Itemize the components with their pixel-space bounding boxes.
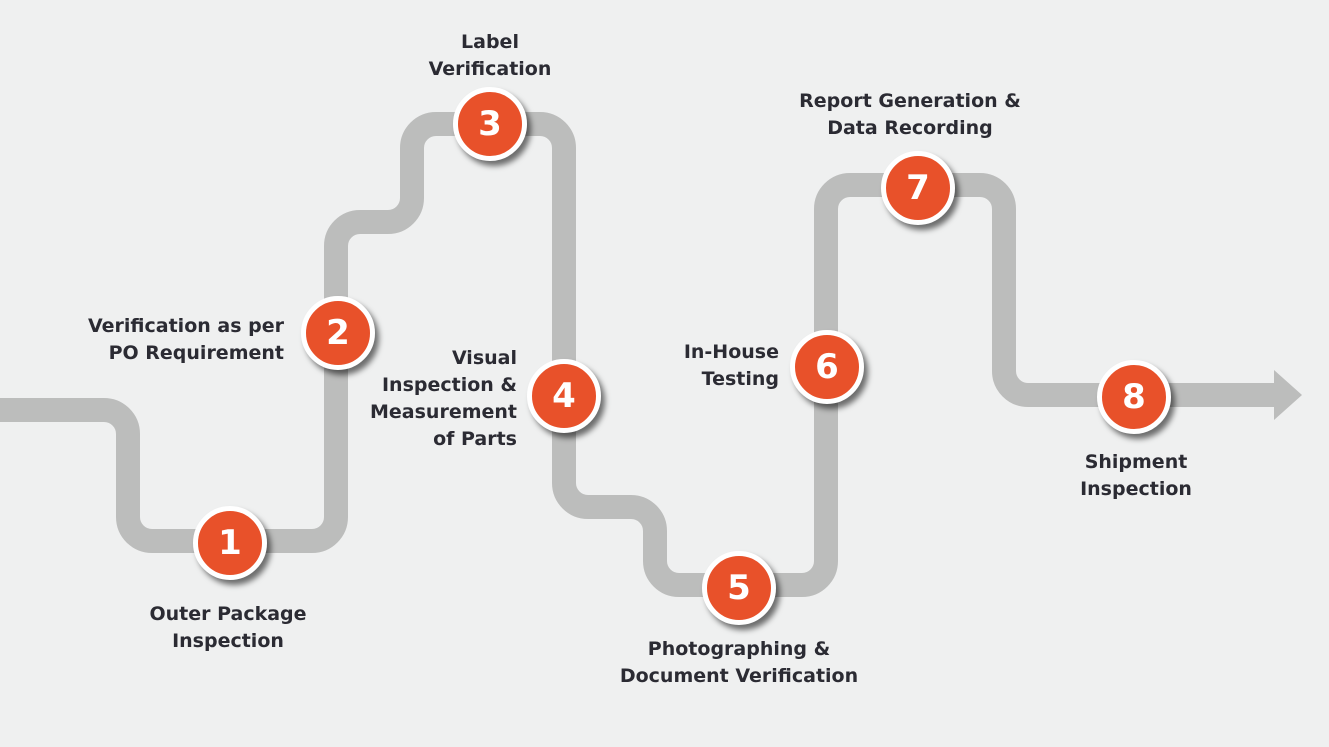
step-6-badge: 6 <box>790 330 864 404</box>
label-line: Inspection & <box>381 374 517 396</box>
step-6-label: In-House Testing <box>684 339 779 393</box>
step-7-label: Report Generation & Data Recording <box>799 88 1021 142</box>
step-8-label: Shipment Inspection <box>1080 449 1192 503</box>
label-line: Outer Package <box>149 603 307 625</box>
step-4-badge: 4 <box>527 359 601 433</box>
step-7-badge: 7 <box>881 151 955 225</box>
step-3-badge: 3 <box>453 87 527 161</box>
label-line: Verification as per <box>88 315 284 337</box>
label-line: Inspection <box>1080 478 1192 500</box>
step-3-label: Label Verification <box>429 29 552 83</box>
label-line: Testing <box>701 368 779 390</box>
arrow-head-icon <box>1274 370 1302 420</box>
label-line: Report Generation & <box>799 90 1021 112</box>
step-5-badge: 5 <box>702 551 776 625</box>
step-2-label: Verification as per PO Requirement <box>88 313 284 367</box>
step-4-label: Visual Inspection & Measurement of Parts <box>370 345 517 453</box>
path-line <box>0 112 1276 597</box>
label-line: Photographing & <box>647 638 831 660</box>
label-line: Verification <box>428 58 552 80</box>
label-line: Inspection <box>172 630 284 652</box>
label-line: Data Recording <box>827 117 993 139</box>
step-8-badge: 8 <box>1097 360 1171 434</box>
label-line: Label <box>461 31 519 53</box>
label-line: In-House <box>683 341 779 363</box>
label-line: of Parts <box>433 428 517 450</box>
step-2-badge: 2 <box>301 296 375 370</box>
label-line: PO Requirement <box>108 342 284 364</box>
label-line: Visual <box>451 347 517 369</box>
label-line: Shipment <box>1084 451 1188 473</box>
step-5-label: Photographing & Document Verification <box>620 636 858 690</box>
step-1-label: Outer Package Inspection <box>149 601 306 655</box>
step-1-badge: 1 <box>193 506 267 580</box>
label-line: Document Verification <box>619 665 859 687</box>
label-line: Measurement <box>370 401 517 423</box>
